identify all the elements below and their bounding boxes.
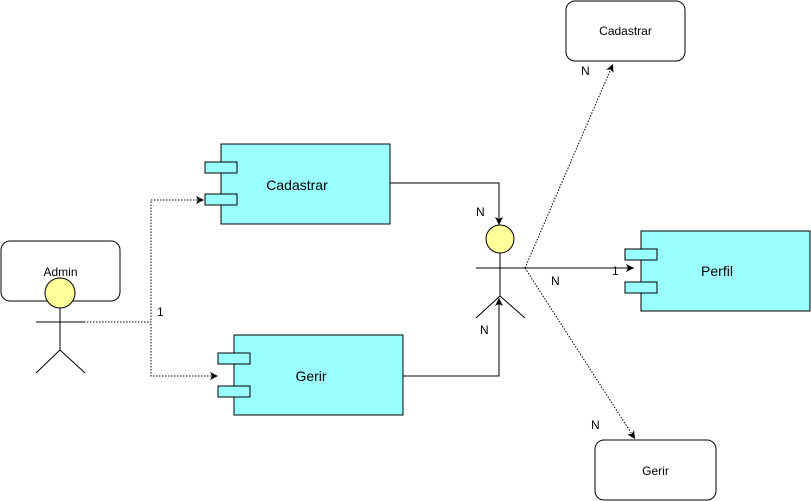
edge-gerir-actor: [403, 298, 503, 377]
cadastrar-box-top[interactable]: Cadastrar: [565, 0, 686, 62]
actor-n-top-label: N: [476, 205, 485, 219]
gerir-component[interactable]: Gerir: [217, 334, 404, 416]
gerir-box-bottom[interactable]: Gerir: [594, 439, 717, 501]
admin-actor[interactable]: [35, 277, 86, 374]
edge-actor-gerir-bottom: [524, 267, 636, 440]
component-port-icon: [204, 161, 238, 174]
gerir-box-bottom-label: Gerir: [642, 464, 669, 478]
perfil-one-label: 1: [612, 264, 619, 278]
admin-actor-head: [44, 277, 76, 309]
user-actor-head: [485, 224, 515, 254]
gerir-component-label: Gerir: [295, 368, 326, 384]
cadastrar-box-top-label: Cadastrar: [599, 24, 652, 38]
component-port-icon: [217, 385, 251, 398]
admin-multiplicity-label: 1: [157, 305, 164, 319]
perfil-component-label: Perfil: [701, 263, 733, 279]
component-port-icon: [204, 193, 238, 206]
component-port-icon: [217, 352, 251, 365]
edge-admin-gerir: [84, 321, 218, 380]
edge-cadastrar-actor: [390, 182, 503, 225]
perfil-component[interactable]: Perfil: [624, 230, 811, 312]
perfil-n-label: N: [551, 274, 560, 288]
component-port-icon: [624, 281, 658, 294]
cadastrar-component-label: Cadastrar: [266, 177, 328, 193]
admin-label: Admin: [43, 265, 77, 279]
cadastrar-top-n-label: N: [581, 64, 590, 78]
admin-box[interactable]: Admin: [0, 240, 121, 302]
edge-actor-cadastrar-top: [524, 63, 614, 269]
cadastrar-component[interactable]: Cadastrar: [204, 143, 391, 225]
gerir-bottom-n-label: N: [591, 418, 600, 432]
user-actor[interactable]: [475, 224, 526, 319]
actor-n-bottom-label: N: [480, 323, 489, 337]
component-port-icon: [624, 248, 658, 261]
